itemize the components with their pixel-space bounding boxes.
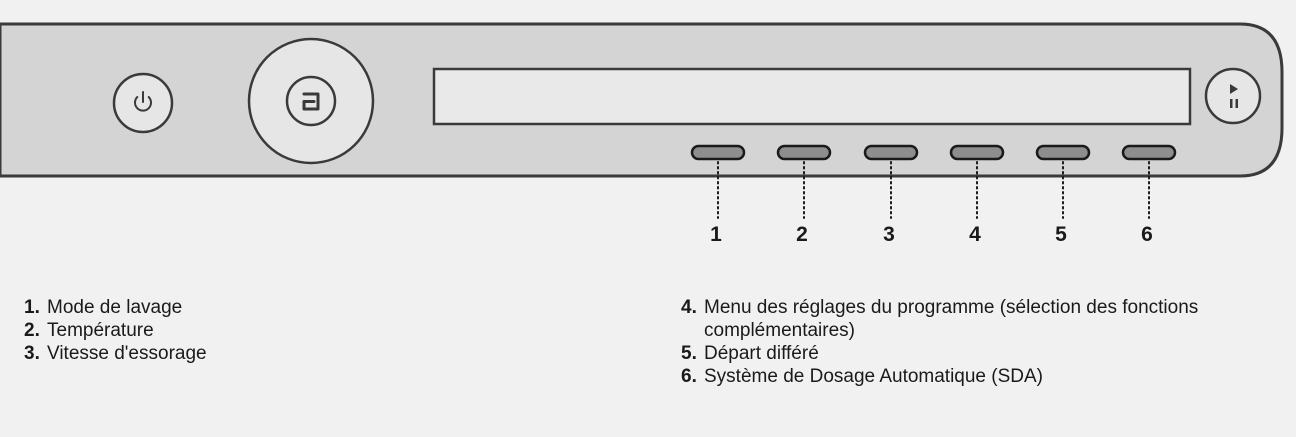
power-icon: [134, 91, 152, 112]
a-logo-icon: [302, 92, 320, 111]
power-button[interactable]: [112, 72, 174, 134]
legend-item-1: 1. Mode de lavage: [24, 296, 424, 319]
legend-number: 4.: [681, 297, 697, 318]
control-panel: [0, 22, 1284, 219]
legend-number: 2.: [24, 320, 40, 341]
option-buttons: [690, 144, 1177, 161]
legend-number: 5.: [681, 343, 697, 364]
option-button-4[interactable]: [949, 144, 1005, 161]
callout-number-1: 1: [710, 223, 722, 246]
legend-number: 3.: [24, 343, 40, 364]
legend-right: 4. Menu des réglages du programme (sélec…: [681, 296, 1291, 388]
legend-item-6: 6. Système de Dosage Automatique (SDA): [681, 365, 1291, 388]
legend-item-3: 3. Vitesse d'essorage: [24, 342, 424, 365]
legend-number: 6.: [681, 366, 697, 387]
legend-item-2: 2. Température: [24, 319, 424, 342]
callout-number-4: 4: [969, 223, 981, 246]
play-pause-icon: [1230, 84, 1238, 108]
legend-text: Système de Dosage Automatique (SDA): [704, 366, 1044, 387]
option-button-6[interactable]: [1121, 144, 1177, 161]
legend-text: Mode de lavage: [47, 297, 183, 318]
callout-number-2: 2: [796, 223, 808, 246]
legend-text: Départ différé: [704, 343, 819, 364]
start-pause-button[interactable]: [1204, 67, 1262, 125]
option-button-1[interactable]: [690, 144, 746, 161]
option-button-3[interactable]: [863, 144, 919, 161]
legend-number: 1.: [24, 297, 40, 318]
legend-text: Menu des réglages du programme (sélectio…: [704, 297, 1199, 341]
callout-number-5: 5: [1055, 223, 1067, 246]
program-selector-knob[interactable]: [247, 37, 375, 165]
callout-number-6: 6: [1141, 223, 1153, 246]
legend-text: Vitesse d'essorage: [47, 343, 207, 364]
legend-text: Température: [47, 320, 154, 341]
callout-number-3: 3: [883, 223, 895, 246]
legend-item-5: 5. Départ différé: [681, 342, 1291, 365]
legend-item-4: 4. Menu des réglages du programme (sélec…: [681, 296, 1291, 342]
leader-lines: [717, 161, 1150, 219]
legend-left: 1. Mode de lavage 2. Température 3. Vite…: [24, 296, 424, 365]
option-button-5[interactable]: [1035, 144, 1091, 161]
option-button-2[interactable]: [776, 144, 832, 161]
display-screen: [432, 67, 1192, 126]
